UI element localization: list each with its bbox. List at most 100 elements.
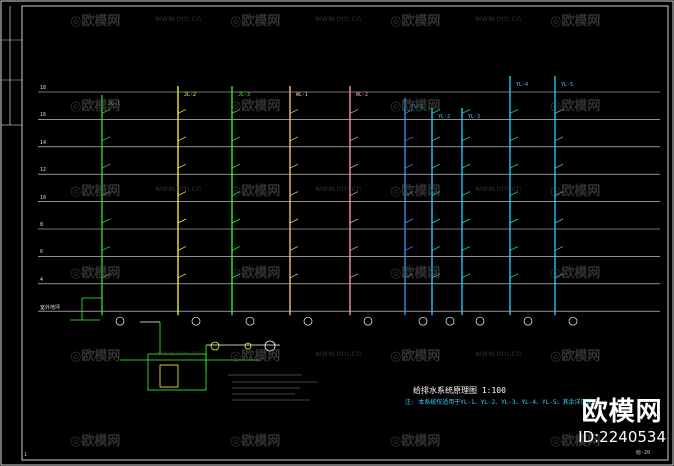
riser-label: YL-3 bbox=[468, 114, 481, 120]
floor-label: 18 bbox=[40, 85, 47, 91]
riser-branch bbox=[289, 218, 299, 224]
riser-branch bbox=[509, 191, 519, 196]
riser-branch bbox=[231, 218, 241, 224]
watermark-brand: ◎欧模网 bbox=[70, 349, 121, 364]
riser-label: YL-5 bbox=[561, 82, 574, 88]
watermark-url: www.om.cn bbox=[155, 184, 202, 193]
watermark-brand: ◎欧模网 bbox=[550, 14, 601, 29]
riser-branch bbox=[177, 273, 187, 279]
riser-branch bbox=[431, 109, 441, 114]
riser-base-fitting bbox=[418, 316, 428, 326]
watermark-brand: ◎欧模网 bbox=[70, 184, 121, 199]
watermark-brand: ◎欧模网 bbox=[230, 349, 281, 364]
watermark-brand: ◎欧模网 bbox=[390, 349, 441, 364]
riser-branch bbox=[461, 191, 471, 196]
riser-branch bbox=[404, 163, 414, 169]
riser-branch bbox=[101, 191, 111, 196]
riser-branch bbox=[349, 273, 359, 279]
logo-id: ID:2240534 bbox=[578, 428, 666, 446]
riser-branch bbox=[509, 273, 519, 279]
riser-branch bbox=[404, 246, 414, 251]
watermark-url: www.om.cn bbox=[475, 184, 522, 193]
riser-branch bbox=[461, 136, 471, 142]
riser-base-fitting bbox=[303, 316, 313, 326]
riser-base-fitting bbox=[568, 316, 578, 326]
riser-base-fitting bbox=[475, 316, 485, 326]
riser-branch bbox=[289, 191, 299, 196]
logo-brand: 欧模网 bbox=[581, 397, 663, 427]
watermark-brand: ◎欧模网 bbox=[390, 14, 441, 29]
riser-branch bbox=[404, 191, 414, 196]
watermark-brand: ◎欧模网 bbox=[230, 434, 281, 449]
watermark-brand: ◎欧模网 bbox=[390, 99, 441, 114]
floor-label: 6 bbox=[40, 249, 44, 256]
riser-label: JL-1 bbox=[108, 101, 121, 107]
riser-branch bbox=[461, 218, 471, 224]
riser-branch bbox=[554, 246, 564, 251]
watermark-brand: ◎欧模网 bbox=[70, 99, 121, 114]
riser-label: JL-3 bbox=[238, 92, 251, 98]
frame-inner bbox=[21, 5, 669, 461]
riser-branch bbox=[461, 109, 471, 114]
riser-branch bbox=[177, 136, 187, 142]
riser-branch bbox=[461, 246, 471, 251]
riser-branch bbox=[177, 246, 187, 251]
brand-logo: 欧模网 ID:2240534 bbox=[578, 391, 666, 446]
floor-lines bbox=[38, 91, 660, 312]
riser-branch bbox=[231, 246, 241, 251]
riser-branch bbox=[509, 246, 519, 251]
sheet-corner-left: 1 bbox=[24, 452, 28, 458]
watermark-url: www.om.cn bbox=[315, 14, 362, 23]
floor-label: 室外地坪 bbox=[40, 305, 61, 312]
floor-label: 16 bbox=[40, 112, 47, 119]
riser-branch bbox=[177, 163, 187, 169]
notes-box bbox=[228, 374, 318, 401]
riser-branch bbox=[101, 109, 111, 114]
riser-base-fitting bbox=[191, 316, 201, 326]
riser-label: WL-1 bbox=[296, 92, 309, 98]
riser-branch bbox=[101, 163, 111, 169]
floor-label: 12 bbox=[40, 167, 47, 174]
watermark-brand: ◎欧模网 bbox=[390, 266, 441, 281]
watermark-url: www.om.cn bbox=[315, 349, 362, 358]
riser-base-fitting bbox=[245, 316, 255, 326]
riser-branch bbox=[554, 163, 564, 169]
riser-branch bbox=[349, 246, 359, 251]
riser-branch bbox=[289, 273, 299, 279]
riser-branch bbox=[554, 273, 564, 279]
diagram-title: 给排水系统原理图 1:100 bbox=[413, 386, 506, 395]
riser-branch bbox=[231, 109, 241, 114]
riser-branch bbox=[509, 218, 519, 224]
watermark-url: www.om.cn bbox=[475, 14, 522, 23]
watermark-brand: ◎欧模网 bbox=[390, 184, 441, 199]
riser-branch bbox=[289, 109, 299, 114]
watermark-brand: ◎欧模网 bbox=[230, 14, 281, 29]
riser-branch bbox=[349, 218, 359, 224]
watermark-brand: ◎欧模网 bbox=[550, 349, 601, 364]
riser-branch bbox=[554, 109, 564, 114]
riser-branch bbox=[101, 218, 111, 224]
riser-branch bbox=[177, 109, 187, 114]
watermark-brand: ◎欧模网 bbox=[550, 266, 601, 281]
riser-base-fitting bbox=[363, 316, 373, 326]
riser-label: YL-4 bbox=[516, 82, 529, 88]
floor-label: 10 bbox=[40, 194, 47, 201]
riser-branch bbox=[101, 246, 111, 251]
riser-branch bbox=[101, 136, 111, 142]
riser-branch bbox=[349, 109, 359, 114]
riser-branch bbox=[554, 218, 564, 224]
riser-label: YL-2 bbox=[438, 114, 451, 120]
riser-branch bbox=[349, 136, 359, 142]
floor-label: 14 bbox=[40, 139, 47, 146]
watermark-brand: ◎欧模网 bbox=[230, 184, 281, 199]
riser-branch bbox=[509, 136, 519, 142]
riser-branch bbox=[289, 246, 299, 251]
watermark-brand: ◎欧模网 bbox=[390, 434, 441, 449]
riser-group bbox=[101, 76, 578, 326]
watermark-url: www.om.cn bbox=[475, 349, 522, 358]
riser-branch bbox=[509, 163, 519, 169]
riser-branch bbox=[289, 163, 299, 169]
watermark-url: www.om.cn bbox=[315, 184, 362, 193]
watermark-url: www.om.cn bbox=[155, 349, 202, 358]
